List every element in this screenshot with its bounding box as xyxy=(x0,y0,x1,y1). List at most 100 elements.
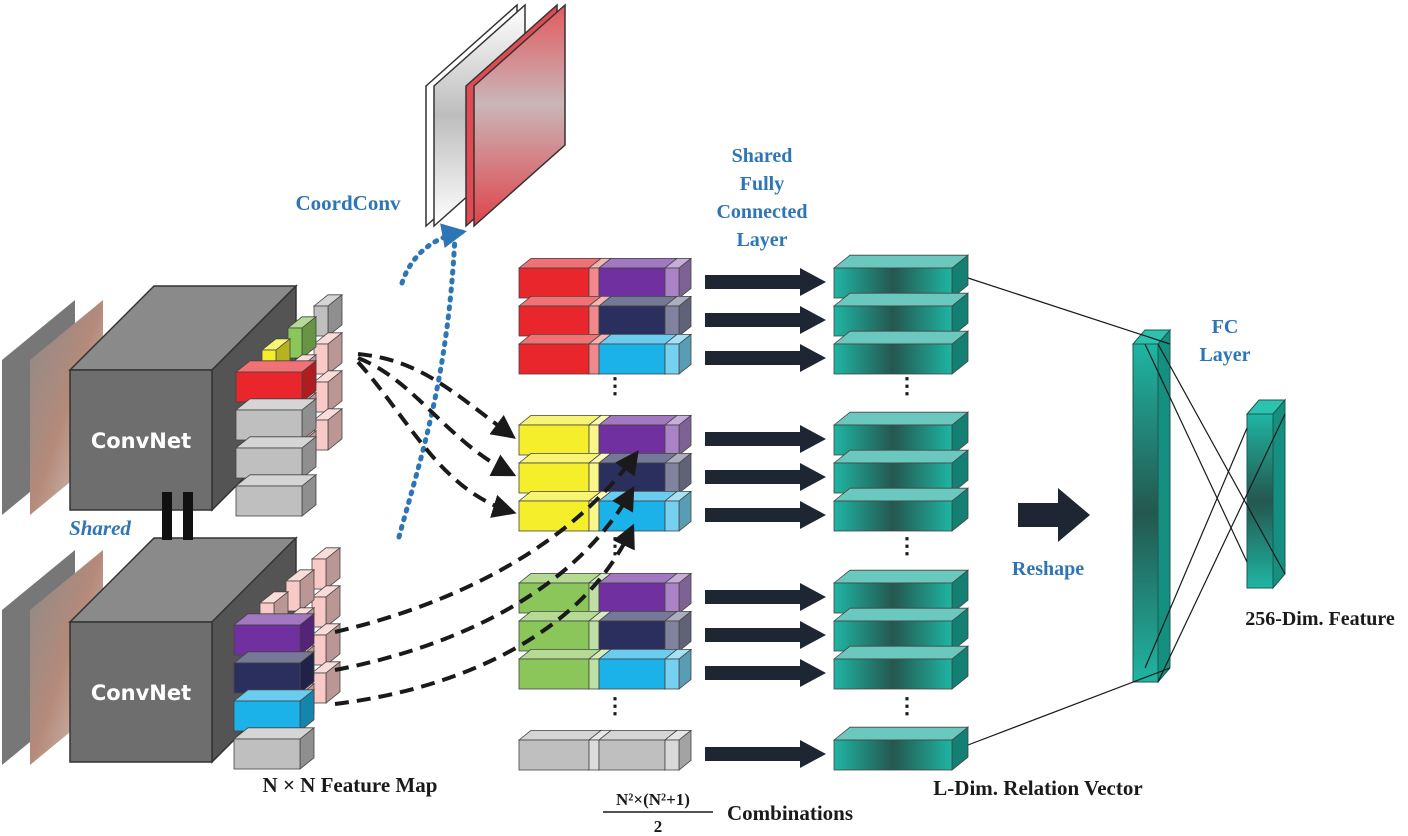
feature-top-cube xyxy=(312,407,344,451)
pair-left-block-top xyxy=(517,414,603,426)
pair-right-cap-front xyxy=(664,620,680,652)
pair-right-cap-front xyxy=(664,500,680,532)
pair-row xyxy=(517,292,970,337)
pair-right-cap-front xyxy=(664,267,680,299)
fc-arrow xyxy=(705,740,826,768)
relation-vector-block-top xyxy=(832,449,970,464)
connection-line xyxy=(1157,413,1286,683)
feature-bottom-cube-front xyxy=(233,662,301,694)
feature-bottom-cube-front xyxy=(233,624,301,656)
pair-right-block-top xyxy=(597,611,679,622)
shared-fc-label-line1: Shared xyxy=(732,145,793,167)
feature-256-label: 256-Dim. Feature xyxy=(1245,608,1395,630)
combinations-label: Combinations xyxy=(727,801,853,825)
feature-map-cubes xyxy=(232,293,344,770)
convnet-front-face xyxy=(69,621,213,763)
pair-right-block-top xyxy=(597,490,679,502)
fc-large-block xyxy=(1131,328,1172,684)
relation-vector-block-top xyxy=(832,330,970,345)
fc-connection-lines xyxy=(967,277,1286,746)
coordconv-label: CoordConv xyxy=(295,191,401,215)
feature-bottom-cube-front xyxy=(233,738,301,770)
pair-left-sep-front xyxy=(588,739,600,771)
ellipsis-relations-2: ⋮ xyxy=(896,533,918,558)
combinations-denominator: 2 xyxy=(654,817,663,836)
relation-vector-block xyxy=(832,569,970,614)
pair-right-cap xyxy=(663,257,693,299)
fc-large-side xyxy=(1157,328,1171,684)
relation-vector-block xyxy=(832,411,970,456)
relation-vector-block xyxy=(832,487,970,532)
reshape-arrow xyxy=(1018,488,1090,542)
relation-vector-label: L-Dim. Relation Vector xyxy=(933,776,1142,800)
pair-left-block-front xyxy=(518,739,590,771)
pair-right-block-top xyxy=(597,730,679,741)
fc-large-front xyxy=(1132,343,1159,683)
relation-vector-block xyxy=(832,449,970,494)
pair-right-cap xyxy=(663,729,693,771)
feature-bottom-cube xyxy=(232,688,316,732)
ellipsis-pairs-1: ⋮ xyxy=(604,373,626,398)
pair-row xyxy=(517,607,970,652)
ellipsis-relations-3: ⋮ xyxy=(896,693,918,718)
pair-left-sep-front xyxy=(588,424,600,456)
pair-right-cap-front xyxy=(664,424,680,456)
pair-left-block-top xyxy=(517,490,603,502)
relation-vector-block-top xyxy=(832,487,970,502)
fc-small-block xyxy=(1245,398,1287,590)
feature-top-cube-front xyxy=(235,485,303,517)
pair-left-block-top xyxy=(517,649,603,660)
convnet-bottom-label: ConvNet xyxy=(91,681,191,705)
ellipsis-pairs-3: ⋮ xyxy=(604,693,626,718)
shared-label: Shared xyxy=(69,516,131,540)
pair-right-cap xyxy=(663,333,693,375)
dashed-pairing-arrows xyxy=(334,352,639,706)
reshape-label: Reshape xyxy=(1012,558,1084,580)
pair-row xyxy=(517,449,970,494)
dashed-arrow xyxy=(334,485,635,672)
relation-vector-block xyxy=(832,292,970,337)
relation-vector-block-top xyxy=(832,726,970,741)
connection-line xyxy=(1157,343,1286,575)
feature-top-cube xyxy=(234,397,318,441)
shared-bar-right xyxy=(183,492,193,540)
pair-row xyxy=(517,330,970,375)
pair-left-sep-front xyxy=(588,305,600,337)
feature-bottom-cube xyxy=(232,650,316,694)
pair-right-block-front xyxy=(598,582,666,614)
relation-vector-block-front xyxy=(833,500,953,532)
coordconv-path-top xyxy=(399,223,467,286)
pair-row xyxy=(517,487,970,532)
pair-right-block-top xyxy=(597,414,679,426)
pair-left-block-front xyxy=(518,582,590,614)
pair-left-block xyxy=(517,452,603,494)
pair-left-block-top xyxy=(517,333,603,345)
feature-top-cube xyxy=(286,315,318,359)
shared-fc-label-line2: Fully xyxy=(740,173,784,195)
feature-bottom-cube-front xyxy=(233,700,301,732)
feature-top-cube xyxy=(234,359,318,403)
pair-right-cap xyxy=(663,648,693,690)
fc-arrow xyxy=(705,268,826,296)
pair-right-block-top xyxy=(597,257,679,269)
relation-vector-block-front xyxy=(833,343,953,375)
pair-row xyxy=(517,645,970,690)
pair-right-block-front xyxy=(598,343,666,375)
pair-left-block-top xyxy=(517,257,603,269)
pair-right-cap-front xyxy=(664,305,680,337)
fc-small-front xyxy=(1246,413,1274,589)
pair-left-block-front xyxy=(518,462,590,494)
feature-bottom-cube xyxy=(232,726,316,770)
coordconv-planes xyxy=(425,3,566,228)
fc-arrow xyxy=(705,583,826,611)
ellipsis-pairs-2: ⋮ xyxy=(604,533,626,558)
pair-left-sep-front xyxy=(588,620,600,652)
pair-right-cap xyxy=(663,572,693,614)
relation-vector-block-top xyxy=(832,569,970,584)
pair-right-cap-front xyxy=(664,658,680,690)
connection-line xyxy=(967,277,1171,345)
pair-row xyxy=(517,726,970,771)
pair-left-sep-front xyxy=(588,267,600,299)
connection-line xyxy=(967,667,1171,746)
fc-arrow xyxy=(705,463,826,491)
